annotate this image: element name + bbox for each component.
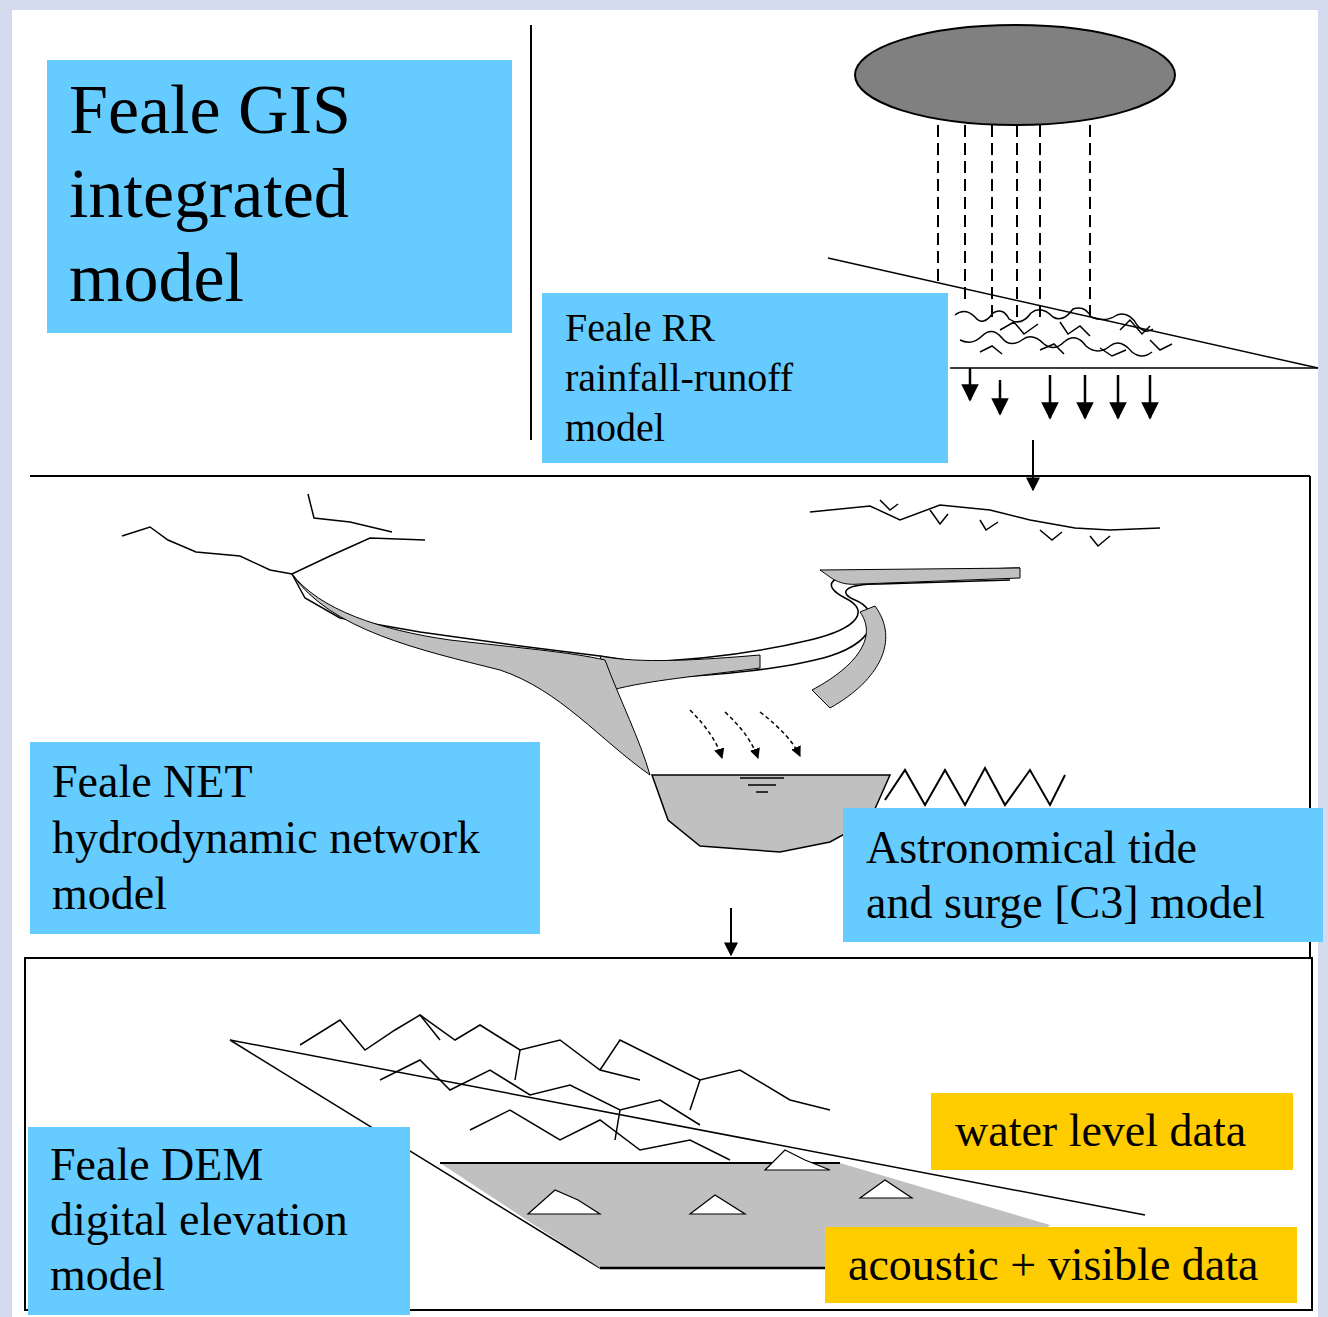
inflow-arrows [690,710,800,758]
box-label: Feale NET hydrodynamic network model [52,754,503,922]
page-ground [12,10,1318,1317]
divider-line [530,25,532,440]
water-level-symbol [740,778,784,792]
river-bank [812,606,886,708]
model-box: Astronomical tide and surge [C3] model [843,808,1323,942]
runoff-arrows [970,368,1150,418]
model-box: Feale DEM digital elevation model [28,1127,410,1315]
cloud [855,25,1175,125]
tide-wave [885,768,1065,805]
title-box: Feale GIS integrated model [47,60,512,333]
title-text: Feale GIS integrated model [69,68,454,320]
river-network [122,494,1160,678]
model-box: Feale NET hydrodynamic network model [30,742,540,934]
data-box: water level data [931,1093,1293,1170]
box-label: acoustic + visible data [848,1237,1274,1292]
flow-arrow [730,908,732,955]
divider-line [30,475,1310,477]
model-box: Feale RR rainfall-runoff model [542,293,948,463]
box-label: water level data [955,1103,1269,1158]
box-label: Astronomical tide and surge [C3] model [866,820,1271,930]
river-bank [600,655,760,690]
rain-lines [938,125,1090,320]
box-label: Feale DEM digital elevation model [50,1137,381,1303]
box-label: Feale RR rainfall-runoff model [565,303,845,453]
river-bank [820,568,1020,584]
hill [528,1150,912,1214]
data-box: acoustic + visible data [825,1227,1297,1303]
flow-arrow [1032,440,1034,490]
